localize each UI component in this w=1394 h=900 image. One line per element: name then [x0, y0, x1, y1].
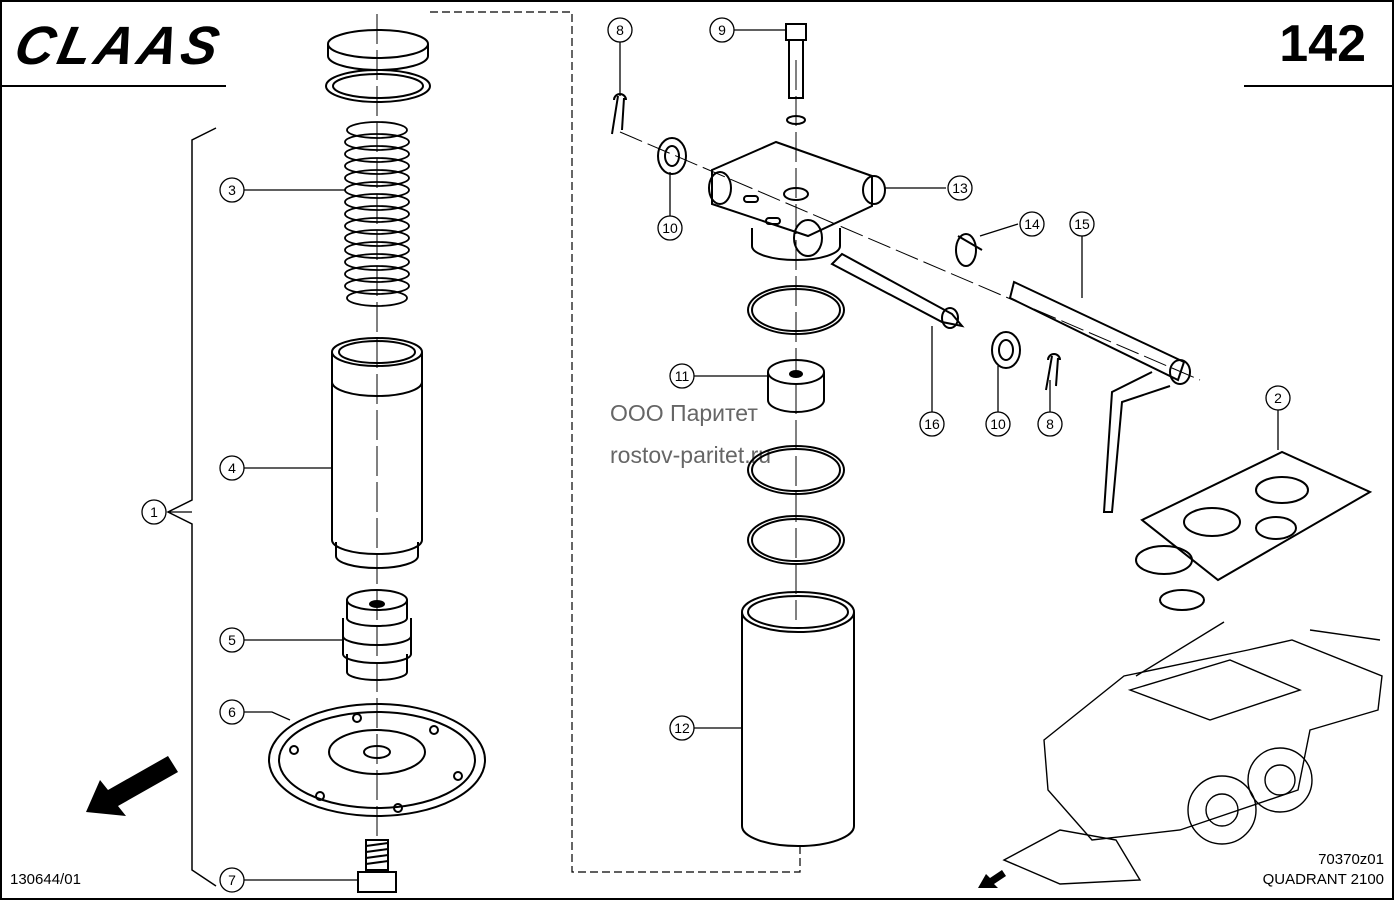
part-cotter-pin-8-bottom: [1045, 353, 1061, 391]
callout-6: 6: [219, 699, 245, 725]
callout-15-label: 15: [1074, 216, 1090, 232]
callout-1: 1: [141, 499, 167, 525]
callout-5-label: 5: [228, 632, 236, 648]
callout-11-label: 11: [675, 368, 690, 384]
callout-2-label: 2: [1274, 390, 1282, 406]
callout-8-bottom-label: 8: [1046, 416, 1054, 432]
pin-axis-line: [619, 131, 1201, 381]
assembly-dashed-outline: [430, 11, 801, 873]
part-washer-10-top: [657, 137, 687, 175]
reference-number: 130644/01: [10, 871, 81, 888]
callout-2: 2: [1265, 385, 1291, 411]
machine-baler-sketch: [1002, 621, 1383, 885]
part-washer-10-bottom: [991, 331, 1021, 369]
callout-7: 7: [219, 867, 245, 893]
callout-10-bottom-label: 10: [990, 416, 1006, 432]
watermark-company: ООО Паритет: [610, 400, 758, 426]
callout-14-label: 14: [1024, 216, 1040, 232]
callout-13: 13: [947, 175, 973, 201]
callout-8-bottom: 8: [1037, 411, 1063, 437]
watermark-url: rostov-paritet.ru: [610, 442, 772, 468]
callout-15: 15: [1069, 211, 1095, 237]
model-name: QUADRANT 2100: [1262, 871, 1384, 888]
callout-16: 16: [919, 411, 945, 437]
callout-3-label: 3: [228, 182, 236, 198]
part-housing-13: [708, 140, 886, 261]
callout-16-label: 16: [924, 416, 940, 432]
callout-8-top-label: 8: [616, 22, 624, 38]
callout-4: 4: [219, 455, 245, 481]
part-pin-16: [830, 252, 965, 329]
callout-7-label: 7: [228, 872, 236, 888]
callout-10-bottom: 10: [985, 411, 1011, 437]
callout-1-label: 1: [150, 504, 158, 520]
part-cotter-pin-8-top: [611, 93, 627, 135]
page-number: 142: [1279, 15, 1366, 73]
callout-10-top-label: 10: [662, 220, 678, 236]
callout-3: 3: [219, 177, 245, 203]
callouts: 1 2 3 4 5 6 7 8 8 9 10 10 11: [141, 17, 1291, 893]
drawing-id: 70370z01: [1318, 851, 1384, 868]
callout-5: 5: [219, 627, 245, 653]
part-sleeve-12: [741, 591, 855, 847]
callout-4-label: 4: [228, 460, 236, 476]
part-bolt-7: [357, 839, 397, 893]
callout-9: 9: [709, 17, 735, 43]
callout-8-top: 8: [607, 17, 633, 43]
callout-10-top: 10: [657, 215, 683, 241]
part-lever-15: [1008, 280, 1191, 513]
callout-14: 14: [1019, 211, 1045, 237]
callout-9-label: 9: [718, 22, 726, 38]
callout-12-label: 12: [674, 720, 690, 736]
part-clip-14: [955, 233, 983, 267]
direction-arrow-icon: [86, 756, 178, 816]
part-ring-top: [325, 29, 431, 103]
part-seal-kit-2: [1135, 450, 1373, 611]
callout-12: 12: [669, 715, 695, 741]
small-direction-arrow-icon: [978, 870, 1006, 888]
callout-6-label: 6: [228, 704, 236, 720]
callout-13-label: 13: [952, 180, 968, 196]
callout-11: 11: [669, 363, 695, 389]
